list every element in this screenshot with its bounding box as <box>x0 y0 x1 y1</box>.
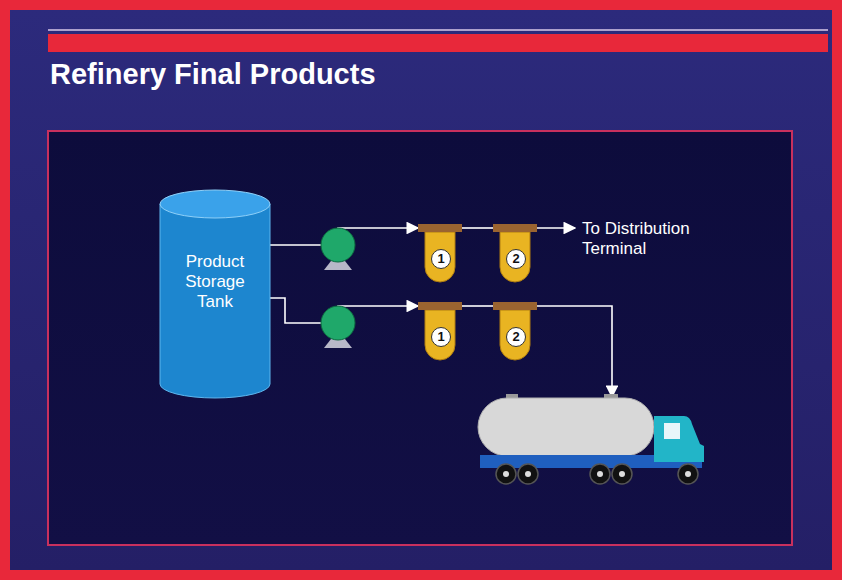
terminal-line <box>537 227 575 229</box>
flow-line <box>462 227 493 229</box>
callout-number: 1 <box>431 249 451 269</box>
tank-truck <box>478 394 704 484</box>
tank-label: Product Storage Tank <box>172 252 258 312</box>
callout-number: 2 <box>506 249 526 269</box>
storage-tank: Product Storage Tank <box>160 190 270 398</box>
title-rule <box>48 29 828 31</box>
filter-vessel: 2 <box>493 302 537 360</box>
truck-line <box>537 306 612 397</box>
filter-vessel: 2 <box>493 224 537 282</box>
slide-title: Refinery Final Products <box>50 58 376 91</box>
slide-ground <box>10 10 832 570</box>
pump-symbol <box>321 228 355 270</box>
diagram-panel <box>48 131 792 545</box>
callout-number: 2 <box>506 327 526 347</box>
title-bar <box>48 34 828 52</box>
filter-vessel: 1 <box>418 224 462 282</box>
filter-vessel: 1 <box>418 302 462 360</box>
destination-label: To Distribution Terminal <box>582 219 732 259</box>
callout-number: 1 <box>431 327 451 347</box>
pump-symbol <box>321 306 355 348</box>
flow-line <box>462 305 493 307</box>
